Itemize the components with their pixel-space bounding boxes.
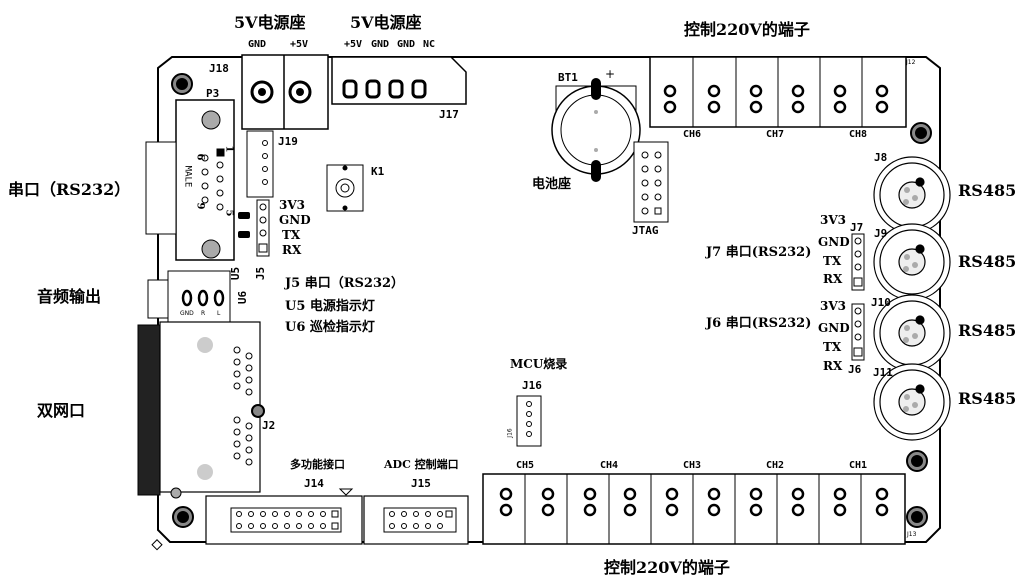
db9-pin-1: 1 bbox=[223, 145, 235, 153]
j6-pin-tx: TX bbox=[823, 340, 842, 354]
j18-pin-gnd: GND bbox=[248, 39, 267, 50]
designator-j11: J11 bbox=[873, 366, 893, 379]
designator-j19: J19 bbox=[278, 135, 298, 148]
j6-pin-rx: RX bbox=[823, 359, 843, 373]
designator-j15: J15 bbox=[411, 477, 431, 490]
designator-j16: J16 bbox=[522, 379, 542, 392]
audio-out-label: 音频输出 bbox=[37, 287, 102, 306]
j7-pin-3v3: 3V3 bbox=[820, 213, 847, 227]
rs485-label-3: RS485 bbox=[958, 321, 1016, 340]
serial-rs232-label: 串口（RS232） bbox=[8, 180, 131, 199]
j5-pin-rx: RX bbox=[282, 243, 302, 257]
multi-function-port-label: 多功能接口 bbox=[290, 458, 345, 471]
j17-connector bbox=[331, 56, 467, 105]
designator-j8: J8 bbox=[874, 151, 888, 164]
designator-j18: J18 bbox=[209, 62, 229, 75]
j5-pin-tx: TX bbox=[282, 228, 301, 242]
adc-port-label: ADC 控制端口 bbox=[384, 458, 459, 471]
j14-j15-headers bbox=[205, 488, 469, 545]
designator-j10: J10 bbox=[871, 296, 891, 309]
j16-header bbox=[516, 395, 542, 447]
channel-ch8: CH8 bbox=[849, 129, 868, 140]
designator-j6: J6 bbox=[848, 363, 862, 376]
battery-holder-label: 电池座 bbox=[532, 177, 572, 192]
db9-pin-9: 9 bbox=[194, 202, 206, 210]
jtag-header bbox=[633, 141, 669, 223]
designator-p3: P3 bbox=[206, 87, 220, 100]
designator-j2: J2 bbox=[262, 419, 276, 432]
designator-j16-side: J16 bbox=[506, 428, 514, 438]
j5-pin-gnd: GND bbox=[279, 213, 311, 227]
j7-pin-rx: RX bbox=[823, 272, 843, 286]
channel-ch7: CH7 bbox=[766, 129, 785, 140]
j17-pin-5v: +5V bbox=[344, 39, 363, 50]
channel-ch6: CH6 bbox=[683, 129, 702, 140]
designator-j5: J5 bbox=[254, 266, 268, 281]
channel-ch4: CH4 bbox=[600, 460, 619, 471]
channel-ch1: CH1 bbox=[849, 460, 868, 471]
power-5v-label-right: 5V电源座 bbox=[350, 13, 422, 32]
power-5v-label-left: 5V电源座 bbox=[234, 13, 306, 32]
channel-ch3: CH3 bbox=[683, 460, 702, 471]
designator-jtag: JTAG bbox=[632, 224, 659, 237]
rs485-label-1: RS485 bbox=[958, 181, 1016, 200]
j17-pin-gnd1: GND bbox=[371, 39, 390, 50]
db9-pin-5: 5 bbox=[223, 209, 235, 217]
dual-net-label: 双网口 bbox=[37, 401, 86, 420]
battery-plus-mark: + bbox=[605, 67, 616, 81]
j17-pin-gnd2: GND bbox=[397, 39, 416, 50]
designator-u5: U5 bbox=[229, 266, 243, 281]
mcu-programming-label: MCU烧录 bbox=[510, 357, 568, 371]
battery-holder bbox=[551, 78, 641, 182]
rs485-label-2: RS485 bbox=[958, 252, 1016, 271]
j19-header bbox=[246, 130, 274, 198]
audio-pin-gnd: GND bbox=[180, 310, 194, 317]
bottom-terminal-blocks bbox=[482, 473, 906, 545]
designator-j9: J9 bbox=[874, 227, 888, 240]
top-terminal-blocks bbox=[649, 56, 907, 128]
corner-marker bbox=[151, 539, 163, 551]
j7-header bbox=[851, 233, 865, 291]
j18-pin-5v: +5V bbox=[290, 39, 309, 50]
designator-j14: J14 bbox=[304, 477, 324, 490]
ctrl-220v-top-label: 控制220V的端子 bbox=[684, 20, 810, 39]
j7-pin-gnd: GND bbox=[818, 235, 850, 249]
j5-pin-3v3: 3V3 bbox=[279, 198, 306, 212]
led-u5-u6 bbox=[238, 212, 250, 238]
mounting-holes bbox=[171, 73, 932, 528]
j5-header bbox=[256, 199, 270, 257]
legend-u5: U5 电源指示灯 bbox=[285, 299, 375, 314]
designator-u6: U6 bbox=[236, 290, 250, 305]
channel-ch5: CH5 bbox=[516, 460, 535, 471]
j17-pin-nc: NC bbox=[423, 39, 436, 50]
legend-j5: J5 串口（RS232） bbox=[285, 276, 405, 291]
j6-desc-label: J6 串口(RS232) bbox=[706, 316, 812, 331]
j7-pin-tx: TX bbox=[823, 254, 842, 268]
audio-jack bbox=[147, 270, 231, 324]
audio-pin-l: L bbox=[217, 310, 221, 317]
j18-connector bbox=[241, 54, 329, 130]
j6-pin-gnd: GND bbox=[818, 321, 850, 335]
j6-header bbox=[851, 303, 865, 361]
db9-connector bbox=[145, 99, 235, 261]
db9-male-label: MALE bbox=[182, 165, 193, 188]
rs485-connectors bbox=[873, 156, 951, 441]
designator-j13: J13 bbox=[907, 531, 917, 538]
dual-ethernet-j2 bbox=[137, 321, 265, 499]
rs485-label-4: RS485 bbox=[958, 389, 1016, 408]
legend-u6: U6 巡检指示灯 bbox=[285, 320, 375, 335]
designator-j7: J7 bbox=[850, 221, 864, 234]
k1-button bbox=[326, 164, 364, 212]
designator-j17: J17 bbox=[439, 108, 459, 121]
db9-pin-6: 6 bbox=[194, 153, 206, 161]
j6-pin-3v3: 3V3 bbox=[820, 299, 847, 313]
channel-ch2: CH2 bbox=[766, 460, 785, 471]
j7-desc-label: J7 串口(RS232) bbox=[706, 245, 812, 260]
designator-bt1: BT1 bbox=[558, 71, 578, 84]
designator-j12: J12 bbox=[906, 59, 916, 66]
ctrl-220v-bottom-label: 控制220V的端子 bbox=[604, 558, 730, 577]
designator-k1: K1 bbox=[371, 165, 385, 178]
audio-pin-r: R bbox=[201, 310, 206, 317]
